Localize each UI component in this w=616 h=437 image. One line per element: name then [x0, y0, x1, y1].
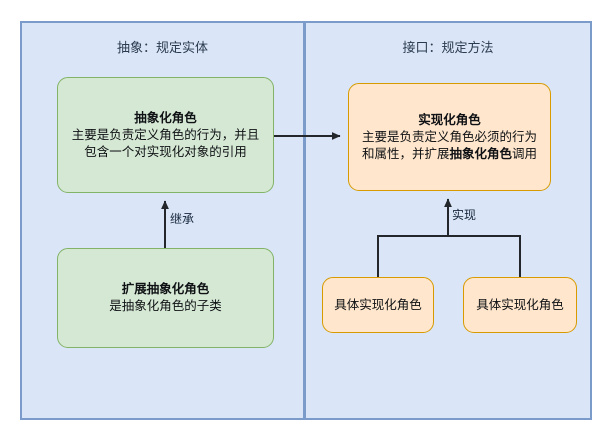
node-concrete-implementor-a[interactable]: 具体实现化角色 [322, 277, 434, 333]
node-abstract-role-desc-line1: 主要是负责定义角色的行为，并且 [71, 127, 260, 142]
section-title-interface: 接口：规定方法 [402, 40, 494, 55]
node-concrete-implementor-a-title: 具体实现化角色 [334, 297, 422, 312]
node-implementor-desc-line2: 和属性，并扩展抽象化角色调用 [362, 146, 537, 163]
edge-label-realization: 实现 [452, 208, 477, 222]
node-abstract-role-title: 抽象化角色 [134, 110, 197, 125]
edge-label-inheritance: 继承 [170, 212, 195, 226]
node-implementor-desc-line2-pre: 和属性，并扩展 [361, 146, 450, 161]
node-implementor[interactable]: 实现化角色 主要是负责定义角色必须的行为 和属性，并扩展抽象化角色调用 [348, 83, 551, 191]
node-refined-abstraction-title: 扩展抽象化角色 [121, 282, 210, 296]
node-implementor-desc-line2-emphasis: 抽象化角色 [449, 146, 512, 161]
node-implementor-desc-line1: 主要是负责定义角色必须的行为 [361, 129, 537, 144]
node-implementor-desc-line2-post: 调用 [512, 146, 538, 161]
node-refined-abstraction[interactable]: 扩展抽象化角色 是抽象化角色的子类 [57, 248, 274, 348]
node-concrete-implementor-b[interactable]: 具体实现化角色 [463, 277, 577, 333]
node-abstract-role[interactable]: 抽象化角色 主要是负责定义角色的行为，并且 包含一个对实现化对象的引用 [57, 77, 274, 193]
node-concrete-implementor-b-title: 具体实现化角色 [476, 297, 564, 312]
node-abstract-role-desc-line2: 包含一个对实现化对象的引用 [84, 144, 247, 159]
node-implementor-title: 实现化角色 [418, 112, 481, 127]
panel-divider [303, 21, 306, 420]
node-refined-abstraction-desc-line1: 是抽象化角色的子类 [109, 299, 222, 313]
section-title-abstraction: 抽象：规定实体 [116, 40, 208, 55]
